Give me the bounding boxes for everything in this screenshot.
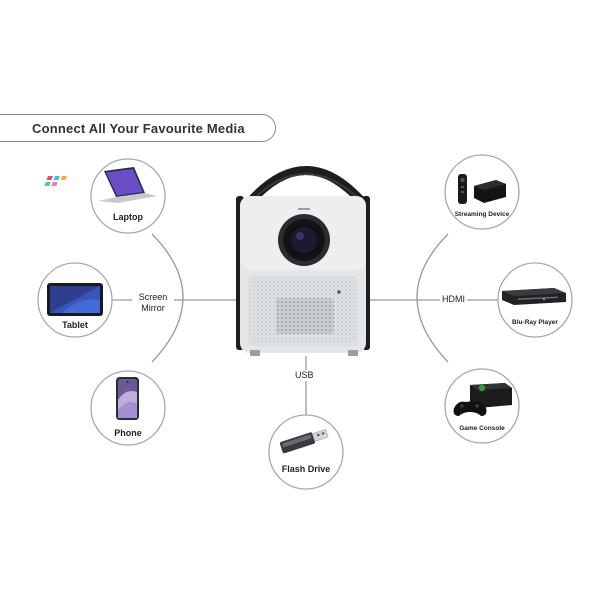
phone-label: Phone xyxy=(114,428,142,438)
bluray-player-icon xyxy=(502,288,566,305)
right-arc xyxy=(416,233,449,363)
flash-drive-icon xyxy=(279,429,329,454)
tablet-label: Tablet xyxy=(62,320,88,330)
speaker-grill xyxy=(250,280,354,342)
laptop-icon xyxy=(44,167,157,203)
game-console-label: Game Console xyxy=(459,425,505,432)
game-console-icon xyxy=(453,383,512,416)
laptop-label: Laptop xyxy=(113,212,143,222)
hdmi-label: HDMI xyxy=(440,294,467,305)
phone-icon xyxy=(116,377,139,420)
banner-title: Connect All Your Favourite Media xyxy=(32,120,245,136)
screen-mirror-label: Screen Mirror xyxy=(132,292,174,314)
tablet-icon xyxy=(47,283,103,316)
bluray-player-label: Blu-Ray Player xyxy=(512,319,558,326)
flash-drive-circle xyxy=(268,414,344,490)
left-arc xyxy=(151,233,184,363)
title-banner: Connect All Your Favourite Media xyxy=(0,114,276,142)
screen-mirror-text-line1: Screen xyxy=(138,292,168,302)
usb-label: USB xyxy=(293,370,316,381)
streaming-device-label: Streaming Device xyxy=(454,211,510,218)
projector-image xyxy=(236,166,370,356)
streaming-device-icon xyxy=(458,174,506,204)
flash-drive-label: Flash Drive xyxy=(281,464,331,474)
screen-mirror-text-line2: Mirror xyxy=(141,303,165,313)
